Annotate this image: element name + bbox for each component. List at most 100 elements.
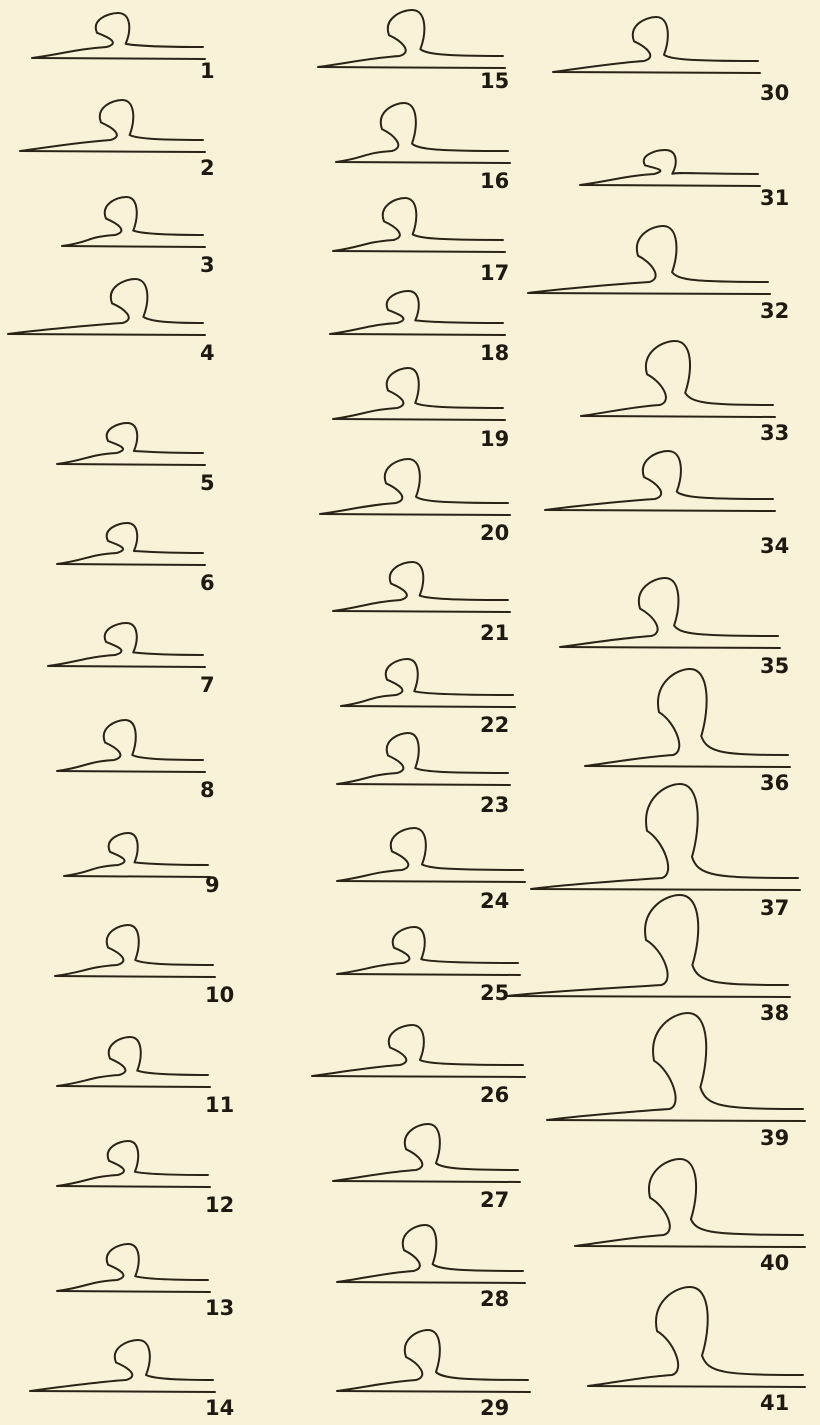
- specimen-profile-line: [581, 341, 775, 417]
- specimen-profile-line: [57, 1244, 210, 1292]
- specimen-number: 5: [200, 471, 215, 495]
- specimen-number: 31: [760, 186, 789, 210]
- specimen-number: 37: [760, 896, 789, 920]
- specimen-profile-line: [55, 925, 215, 977]
- specimen-profile-line: [508, 895, 790, 997]
- specimen-profile-line: [337, 733, 510, 785]
- specimen-number: 16: [480, 169, 509, 193]
- specimen-profile-line: [585, 669, 790, 767]
- specimen-outline-5: 5: [57, 423, 215, 495]
- specimen-outline-8: 8: [57, 720, 215, 802]
- specimen-number: 11: [205, 1093, 234, 1117]
- specimen-outline-4: 4: [8, 279, 215, 365]
- specimen-number: 36: [760, 771, 789, 795]
- specimen-outline-12: 12: [57, 1141, 234, 1217]
- specimen-number: 1: [200, 59, 215, 83]
- specimen-outline-2: 2: [20, 100, 215, 180]
- specimen-profile-line: [318, 10, 505, 68]
- specimen-number: 30: [760, 81, 789, 105]
- specimen-profile-line: [528, 226, 770, 294]
- specimen-profile-line: [333, 368, 505, 420]
- specimen-number: 40: [760, 1251, 789, 1275]
- specimen-outline-18: 18: [330, 291, 509, 365]
- specimen-number: 38: [760, 1001, 789, 1025]
- specimen-profile-line: [330, 291, 505, 335]
- specimen-outline-13: 13: [57, 1244, 234, 1320]
- specimen-outline-16: 16: [336, 103, 510, 193]
- specimen-outline-6: 6: [57, 523, 215, 595]
- specimen-profile-line: [48, 623, 205, 667]
- specimen-profile-line: [336, 103, 510, 163]
- specimen-outline-34: 34: [545, 451, 789, 558]
- specimen-outline-1: 1: [32, 13, 215, 83]
- specimen-outline-26: 26: [312, 1025, 525, 1107]
- specimen-number: 39: [760, 1126, 789, 1150]
- specimen-outline-3: 3: [62, 197, 215, 277]
- specimen-number: 10: [205, 983, 234, 1007]
- specimen-profile-line: [337, 828, 525, 882]
- specimen-profile-line: [547, 1013, 805, 1121]
- specimen-number: 4: [200, 341, 215, 365]
- specimen-number: 23: [480, 793, 509, 817]
- specimen-outline-36: 36: [585, 669, 790, 795]
- specimen-profile-line: [57, 523, 205, 565]
- specimen-number: 24: [480, 889, 509, 913]
- specimen-number: 13: [205, 1296, 234, 1320]
- specimen-outline-29: 29: [337, 1330, 530, 1420]
- specimen-number: 6: [200, 571, 215, 595]
- specimen-number: 9: [205, 873, 220, 897]
- specimen-profile-line: [20, 100, 205, 152]
- specimen-profile-line: [57, 423, 205, 465]
- specimen-profile-line: [341, 659, 515, 707]
- specimen-outline-11: 11: [57, 1037, 234, 1117]
- specimen-outline-39: 39: [547, 1013, 805, 1150]
- specimen-number: 27: [480, 1188, 509, 1212]
- specimen-number: 18: [480, 341, 509, 365]
- specimen-profile-line: [57, 720, 205, 772]
- specimen-profile-line: [62, 197, 205, 247]
- specimen-outline-17: 17: [333, 198, 509, 285]
- specimen-number: 15: [480, 69, 509, 93]
- specimen-outline-10: 10: [55, 925, 234, 1007]
- specimen-profile-line: [8, 279, 205, 335]
- specimen-number: 34: [760, 534, 789, 558]
- specimen-profile-line: [333, 198, 505, 252]
- specimen-number: 8: [200, 778, 215, 802]
- specimen-profile-line: [333, 1124, 520, 1182]
- specimen-profile-line: [588, 1287, 805, 1387]
- specimen-outline-28: 28: [337, 1225, 525, 1311]
- specimen-outline-41: 41: [588, 1287, 805, 1415]
- specimen-profile-line: [560, 578, 780, 648]
- specimen-outline-14: 14: [30, 1340, 234, 1420]
- specimen-number: 20: [480, 521, 509, 545]
- specimen-outline-35: 35: [560, 578, 789, 678]
- specimen-number: 3: [200, 253, 215, 277]
- specimen-profile-line: [531, 784, 800, 890]
- specimen-outline-23: 23: [337, 733, 510, 817]
- specimen-outline-24: 24: [337, 828, 525, 913]
- specimen-outline-19: 19: [333, 368, 509, 451]
- specimen-number: 35: [760, 654, 789, 678]
- specimen-profile-line: [57, 1141, 210, 1187]
- specimen-number: 33: [760, 421, 789, 445]
- specimen-profile-line: [64, 833, 210, 877]
- specimen-profile-line: [312, 1025, 525, 1077]
- specimen-number: 28: [480, 1287, 509, 1311]
- specimen-profile-line: [545, 451, 775, 511]
- specimen-profile-line: [320, 459, 510, 515]
- specimen-profile-line: [337, 1330, 530, 1392]
- specimen-outline-22: 22: [341, 659, 515, 737]
- specimen-profile-line: [337, 1225, 525, 1283]
- specimen-outline-38: 38: [508, 895, 790, 1025]
- specimen-profile-line: [32, 13, 205, 59]
- specimen-number: 7: [200, 673, 215, 697]
- specimen-number: 25: [480, 981, 509, 1005]
- specimen-number: 2: [200, 156, 215, 180]
- specimen-outline-21: 21: [333, 562, 510, 645]
- specimen-profile-line: [57, 1037, 210, 1087]
- specimen-profile-line: [575, 1159, 805, 1247]
- specimen-outline-30: 30: [553, 17, 789, 105]
- specimen-profile-line: [553, 17, 760, 73]
- specimen-outline-7: 7: [48, 623, 215, 697]
- specimen-number: 22: [480, 713, 509, 737]
